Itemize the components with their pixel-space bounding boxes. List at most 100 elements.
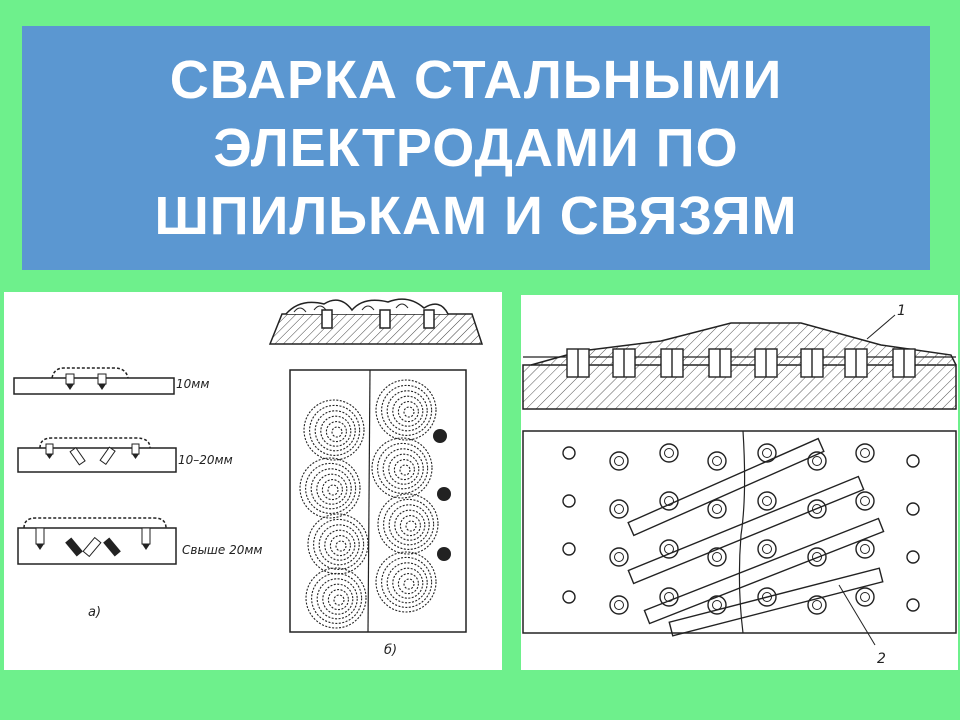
caption-b: б) — [384, 643, 397, 658]
plan-view-weld-beads — [289, 369, 467, 633]
label-10mm: 10мм — [176, 377, 209, 391]
callout-2: 2 — [877, 651, 886, 667]
plan-hole-inner — [860, 592, 870, 602]
title-banner: СВАРКА СТАЛЬНЫМИ ЭЛЕКТРОДАМИ ПО ШПИЛЬКАМ… — [22, 26, 930, 270]
plan-hole-inner — [614, 552, 624, 562]
plan-hole — [562, 590, 576, 604]
weld-spiral-ring — [313, 518, 365, 570]
weld-spiral-ring — [325, 421, 347, 443]
title-line-3: ШПИЛЬКАМ И СВЯЗЯМ — [154, 186, 798, 246]
plate-10mm — [13, 367, 175, 395]
plan-hole — [757, 491, 777, 511]
weld-spiral-ring — [316, 473, 348, 505]
plan-hole — [609, 595, 629, 615]
weld-spiral-ring — [303, 399, 365, 461]
weld-spiral-ring — [388, 453, 420, 485]
plan-hole — [906, 502, 920, 516]
plan-hole-inner — [712, 456, 722, 466]
stud-dots — [433, 429, 451, 561]
plan-hole — [855, 587, 875, 607]
plan-hole — [707, 547, 727, 567]
plan-hole-inner — [664, 496, 674, 506]
weld-spiral-ring — [333, 594, 345, 606]
plan-hole — [757, 443, 777, 463]
plan-hole — [659, 443, 679, 463]
plan-hole — [757, 539, 777, 559]
title-line-2: ЭЛЕКТРОДАМИ ПО — [213, 118, 739, 178]
label-10-20mm: 10–20мм — [178, 453, 233, 467]
weld-spiral-ring — [324, 529, 356, 561]
weld-spiral-ring — [371, 437, 433, 499]
weld-spiral-ring — [405, 520, 417, 532]
plan-hole-inner — [812, 456, 822, 466]
plan-hole — [906, 598, 920, 612]
left-drawing-panel: 10мм 10–20мм Свыше 20мм а) — [4, 292, 502, 670]
plan-hole — [659, 539, 679, 559]
plan-hole — [562, 494, 576, 508]
weld-spiral-ring — [394, 509, 426, 541]
plan-hole-inner — [762, 448, 772, 458]
plan-hole-inner — [762, 592, 772, 602]
weld-spiral-ring — [318, 524, 360, 566]
plan-hole-inner — [860, 448, 870, 458]
weld-spiral-ring — [311, 572, 363, 624]
weld-spiral-ring — [375, 379, 437, 441]
stud-welding-diagram: 10мм 10–20мм Свыше 20мм а) — [13, 298, 484, 658]
weld-spiral-ring — [386, 562, 428, 604]
weld-spiral-ring — [375, 551, 437, 613]
plate-over-20mm — [17, 517, 177, 565]
weld-spiral-ring — [397, 401, 419, 423]
tie-bar — [627, 475, 865, 585]
weld-spiral-ring — [305, 462, 357, 514]
plan-hole — [609, 499, 629, 519]
plan-hole — [855, 443, 875, 463]
tie-bar — [668, 567, 884, 637]
weld-spiral-ring — [309, 404, 361, 456]
weld-spiral-ring — [399, 464, 411, 476]
weld-spiral-ring — [392, 567, 424, 599]
plan-hole-inner — [712, 552, 722, 562]
weld-spiral-ring — [403, 578, 415, 590]
weld-spiral-ring — [316, 578, 358, 620]
title-line-1: СВАРКА СТАЛЬНЫМИ — [169, 50, 783, 110]
weld-spiral-ring — [392, 395, 424, 427]
plan-hole-inner — [664, 448, 674, 458]
weld-spiral-ring — [381, 556, 433, 608]
plan-hole-inner — [812, 552, 822, 562]
plan-hole — [609, 547, 629, 567]
tie-welding-diagram: 1 2 — [522, 303, 957, 667]
plan-hole-inner — [812, 504, 822, 514]
weld-spiral-ring — [393, 459, 415, 481]
callout-1: 1 — [897, 303, 906, 319]
plan-hole-inner — [860, 496, 870, 506]
weld-spiral-ring — [305, 567, 367, 629]
plan-view — [522, 430, 957, 634]
plan-hole — [906, 454, 920, 468]
plan-hole — [562, 542, 576, 556]
caption-a: а) — [88, 605, 101, 620]
weld-spiral-ring — [307, 513, 369, 575]
weld-spiral-ring — [322, 583, 354, 615]
plan-hole-inner — [614, 504, 624, 514]
weld-spiral-ring — [381, 384, 433, 436]
weld-spiral-ring — [403, 406, 415, 418]
plan-hole — [707, 499, 727, 519]
plan-hole-inner — [762, 544, 772, 554]
plan-hole — [562, 446, 576, 460]
weld-spiral-ring — [383, 498, 435, 550]
cross-section: 1 — [522, 303, 957, 410]
plan-ties — [627, 437, 885, 637]
plan-hole-inner — [614, 456, 624, 466]
weld-spiral-ring — [327, 484, 339, 496]
section-studs — [566, 348, 916, 378]
plan-hole-inner — [614, 600, 624, 610]
plate-10-20mm — [17, 437, 177, 473]
right-drawing-panel: 1 2 — [521, 295, 958, 670]
plan-hole-inner — [812, 600, 822, 610]
weld-spiral-ring — [331, 426, 343, 438]
weld-spiral-ring — [377, 493, 439, 555]
plan-hole — [609, 451, 629, 471]
plan-hole — [855, 539, 875, 559]
plan-hole-inner — [712, 504, 722, 514]
weld-spiral-ring — [335, 540, 347, 552]
